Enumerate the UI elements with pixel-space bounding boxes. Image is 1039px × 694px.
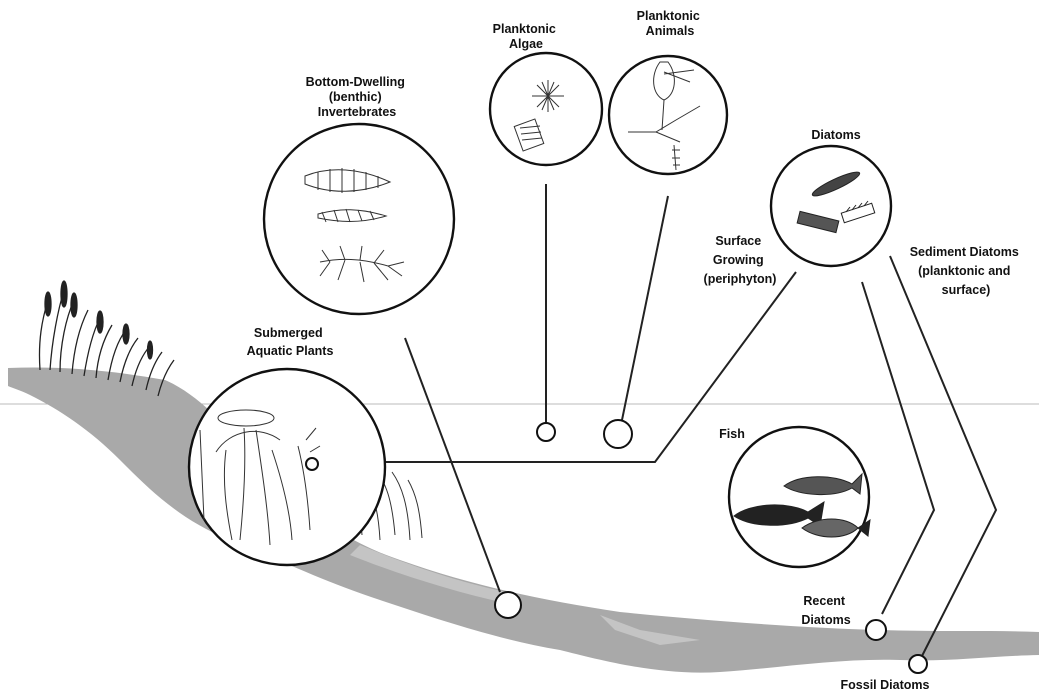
fossil-diatoms-label: Fossil Diatoms: [841, 678, 930, 692]
periphyton-sample-point: [306, 458, 318, 470]
planktonic-animals-label: Planktonic Animals: [637, 9, 704, 38]
benthic-sample-point: [495, 592, 521, 618]
benthic-invertebrates-circle: [264, 124, 454, 314]
recent-diatoms-label: Recent Diatoms: [801, 594, 850, 627]
fish-label: Fish: [719, 427, 745, 441]
sediment-diatoms-label: Sediment Diatoms (planktonic and surface…: [910, 245, 1023, 297]
recent-diatoms-sample-point: [866, 620, 886, 640]
submerged-plants-label: Submerged Aquatic Plants: [247, 326, 334, 358]
animals-sample-point: [604, 420, 632, 448]
fish-circle: [729, 427, 869, 567]
surface-growing-label: Surface Growing (periphyton): [704, 234, 777, 286]
diatoms-label: Diatoms: [811, 128, 860, 142]
planktonic-algae-circle: [490, 53, 602, 165]
fossil-diatoms-sample-point: [909, 655, 927, 673]
algae-sample-point: [537, 423, 555, 441]
planktonic-algae-label: Planktonic Algae: [493, 22, 560, 51]
benthic-invertebrates-label: Bottom-Dwelling (benthic) Invertebrates: [306, 75, 409, 119]
submerged-plants-circle: [189, 369, 385, 565]
